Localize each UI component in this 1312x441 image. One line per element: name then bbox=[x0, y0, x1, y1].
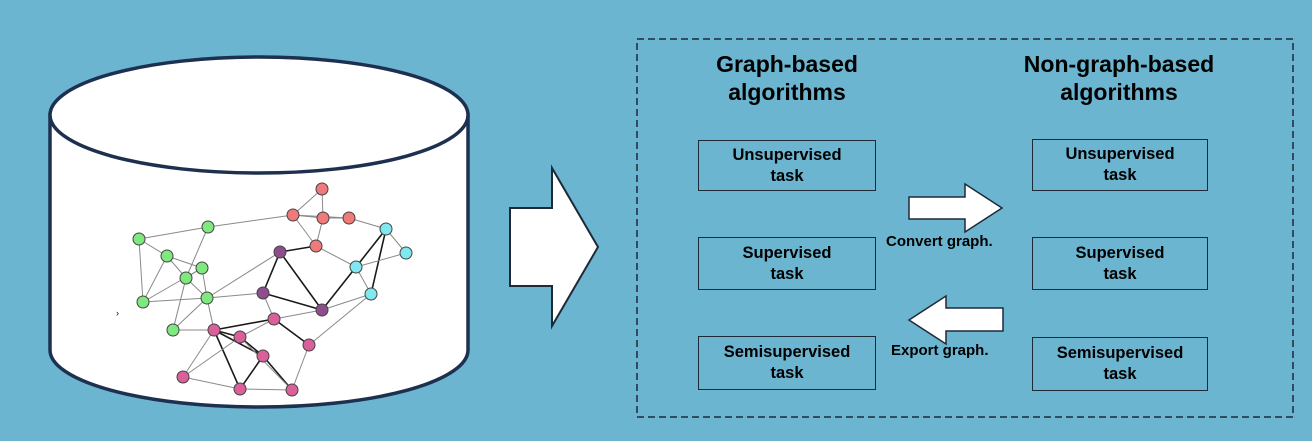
graph-edge bbox=[262, 355, 293, 391]
convert-arrow bbox=[908, 182, 1004, 234]
network-graph bbox=[132, 182, 413, 397]
graph-node bbox=[176, 370, 190, 384]
graph-node bbox=[233, 382, 247, 396]
graph-node bbox=[160, 249, 174, 263]
graph-edge bbox=[279, 251, 323, 311]
graph-supervised-task: Supervised task bbox=[698, 237, 876, 290]
graph-node bbox=[256, 286, 270, 300]
graph-node bbox=[166, 323, 180, 337]
graph-node bbox=[302, 338, 316, 352]
graph-edge bbox=[355, 252, 407, 268]
graph-edge bbox=[355, 228, 387, 268]
graph-node bbox=[267, 312, 281, 326]
graph-node bbox=[195, 261, 209, 275]
graph-node bbox=[201, 220, 215, 234]
graph-node bbox=[315, 303, 329, 317]
graph-based-heading: Graph-based algorithms bbox=[716, 51, 858, 105]
graph-node bbox=[132, 232, 146, 246]
graph-edge bbox=[273, 309, 323, 320]
nongraph-unsupervised-task: Unsupervised task bbox=[1032, 139, 1208, 191]
graph-edge bbox=[239, 355, 264, 390]
database-cylinder bbox=[48, 55, 470, 409]
graph-node bbox=[315, 182, 329, 196]
graph-edge bbox=[206, 292, 264, 299]
graph-node bbox=[349, 260, 363, 274]
database-top bbox=[48, 55, 470, 175]
graph-edge bbox=[206, 251, 281, 299]
graph-edge bbox=[262, 251, 281, 294]
graph-edge bbox=[321, 293, 372, 311]
graph-edge bbox=[182, 376, 241, 390]
export-graph-label: Export graph. bbox=[891, 342, 989, 359]
graph-node bbox=[399, 246, 413, 260]
nongraph-semisupervised-task: Semisupervised task bbox=[1032, 337, 1208, 391]
convert-graph-label: Convert graph. bbox=[886, 233, 993, 250]
graph-node bbox=[309, 239, 323, 253]
graph-edge bbox=[185, 226, 209, 279]
graph-edge bbox=[315, 245, 357, 268]
graph-edge bbox=[207, 214, 294, 228]
graph-node bbox=[179, 271, 193, 285]
graph-edge bbox=[142, 267, 203, 303]
graph-edge bbox=[182, 336, 241, 378]
non-graph-based-heading: Non-graph-based algorithms bbox=[1023, 51, 1215, 105]
database-body bbox=[48, 113, 470, 409]
graph-node bbox=[364, 287, 378, 301]
graph-node bbox=[342, 211, 356, 225]
graph-edge bbox=[142, 255, 168, 303]
graph-node bbox=[256, 349, 270, 363]
graph-edge bbox=[138, 226, 209, 240]
graph-edge bbox=[172, 277, 187, 331]
graph-node bbox=[200, 291, 214, 305]
graph-unsupervised-task: Unsupervised task bbox=[698, 140, 876, 191]
nongraph-supervised-task: Supervised task bbox=[1032, 237, 1208, 290]
big-right-arrow bbox=[509, 164, 600, 330]
graph-node bbox=[273, 245, 287, 259]
graph-node bbox=[233, 330, 247, 344]
graph-node bbox=[379, 222, 393, 236]
graph-edge bbox=[213, 329, 241, 390]
graph-edge bbox=[172, 297, 208, 331]
graph-edge bbox=[138, 238, 144, 303]
graph-edge bbox=[291, 344, 310, 391]
graph-edge bbox=[273, 318, 310, 346]
graph-semisupervised-task: Semisupervised task bbox=[698, 336, 876, 390]
graph-edge bbox=[182, 329, 215, 378]
graph-node bbox=[285, 383, 299, 397]
graph-edge bbox=[239, 336, 293, 391]
stray-mark: › bbox=[116, 308, 119, 318]
graph-node bbox=[316, 211, 330, 225]
graph-edge bbox=[308, 293, 372, 346]
graph-node bbox=[286, 208, 300, 222]
graph-node bbox=[136, 295, 150, 309]
graph-edge bbox=[239, 388, 293, 391]
graph-node bbox=[207, 323, 221, 337]
graph-edge bbox=[213, 318, 275, 331]
graph-edge bbox=[370, 228, 387, 295]
graph-edge bbox=[321, 266, 357, 311]
graph-edge bbox=[142, 297, 208, 303]
export-arrow bbox=[907, 294, 1004, 346]
graph-edge bbox=[262, 292, 323, 311]
